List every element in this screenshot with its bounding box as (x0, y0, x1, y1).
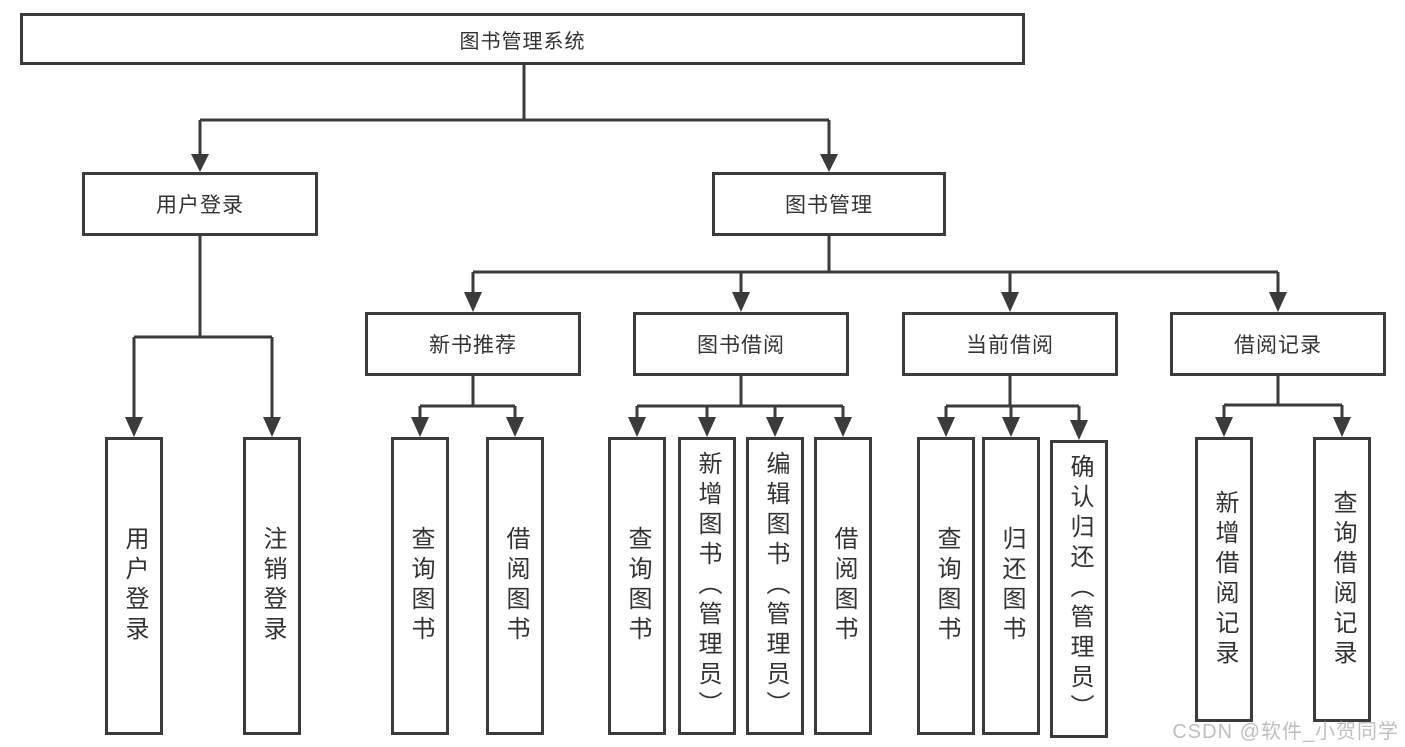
arrow-down-icon (628, 417, 646, 437)
node-leaf-logout: 注销登录 (243, 437, 301, 735)
node-book-borrow: 图书借阅 (633, 312, 849, 376)
arrow-down-icon (1070, 420, 1088, 440)
connector-borrow-record-children (1222, 376, 1344, 419)
node-leaf-query-book-current: 查询图书 (917, 437, 975, 735)
arrow-down-icon (1215, 417, 1233, 437)
arrow-down-icon (1269, 292, 1287, 312)
node-leaf-borrow-book-recommend: 借阅图书 (486, 437, 544, 735)
node-book-management: 图书管理 (712, 172, 946, 236)
node-leaf-add-book-admin: 新增图书（管理员） (678, 437, 736, 735)
node-leaf-return-book: 归还图书 (982, 437, 1040, 735)
node-leaf-query-book-recommend: 查询图书 (391, 437, 449, 735)
arrow-down-icon (1333, 417, 1351, 437)
connector-user-login-children (132, 236, 274, 419)
arrow-down-icon (834, 417, 852, 437)
arrow-down-icon (506, 417, 524, 437)
node-user-login: 用户登录 (82, 172, 318, 236)
node-new-book-recommend: 新书推荐 (365, 312, 581, 376)
node-current-borrow: 当前借阅 (902, 312, 1118, 376)
node-leaf-query-borrow-record: 查询借阅记录 (1313, 437, 1371, 722)
connector-current-borrow-children (944, 376, 1081, 422)
arrow-down-icon (937, 417, 955, 437)
arrow-down-icon (263, 417, 281, 437)
arrow-down-icon (125, 417, 143, 437)
connector-new-rec-children (418, 376, 517, 419)
node-leaf-user-login: 用户登录 (105, 437, 163, 735)
arrow-down-icon (411, 417, 429, 437)
arrow-down-icon (732, 292, 750, 312)
arrow-down-icon (820, 154, 838, 172)
node-leaf-add-borrow-record: 新增借阅记录 (1195, 437, 1253, 722)
connector-book-mgmt-to-level3 (471, 236, 1280, 294)
arrowheads (125, 154, 1351, 440)
node-borrow-record: 借阅记录 (1170, 312, 1386, 376)
node-leaf-confirm-return-admin: 确认归还（管理员） (1050, 440, 1108, 738)
arrow-down-icon (1002, 417, 1020, 437)
arrow-down-icon (191, 154, 209, 172)
arrow-down-icon (1001, 292, 1019, 312)
connector-book-borrow-children (635, 376, 845, 419)
arrow-down-icon (464, 292, 482, 312)
node-leaf-borrow-book: 借阅图书 (814, 437, 872, 735)
node-root-system: 图书管理系统 (20, 13, 1025, 65)
arrow-down-icon (698, 417, 716, 437)
arrow-down-icon (766, 417, 784, 437)
node-leaf-query-book-borrow: 查询图书 (608, 437, 666, 735)
node-leaf-edit-book-admin: 编辑图书（管理员） (746, 437, 804, 735)
connector-root-to-level2 (198, 65, 831, 154)
